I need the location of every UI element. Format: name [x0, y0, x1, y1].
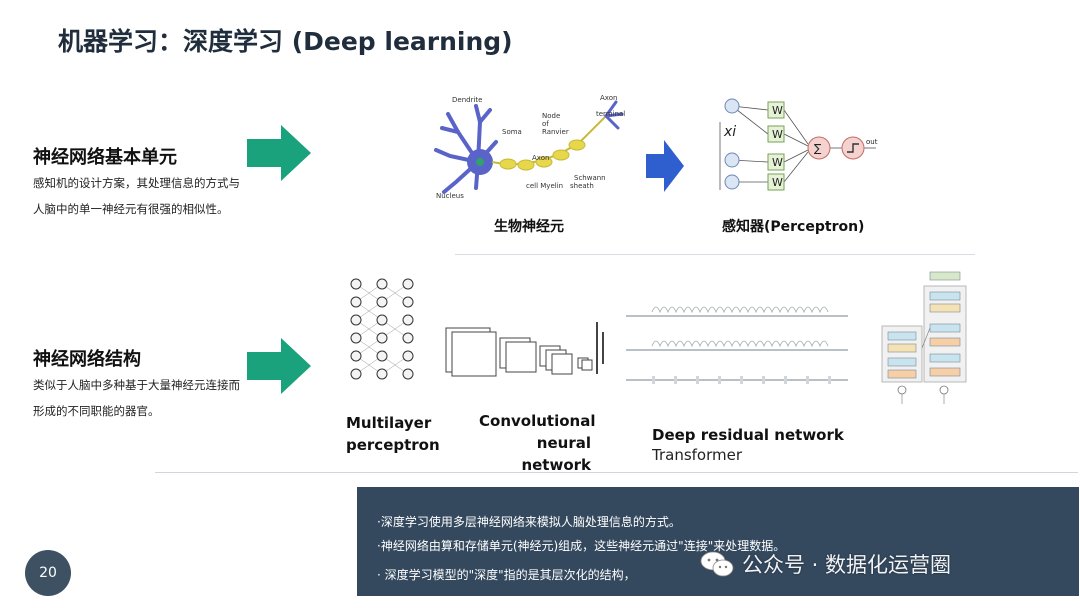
mlp-label-line1: Multilayer: [346, 414, 432, 432]
page-number: 20: [25, 550, 71, 596]
neuron-node-label-1: Node: [542, 112, 560, 120]
transformer-label: Transformer: [652, 446, 743, 464]
section1-description: 感知机的设计方案，其处理信息的方式与人脑中的单一神经元有很强的相似性。: [33, 176, 240, 216]
watermark: 公众号 · 数据化运营圈: [700, 549, 951, 579]
neuron-nucleus-label: Nucleus: [436, 192, 464, 200]
neuron-soma-label: Soma: [502, 128, 522, 136]
watermark-text: 公众号 · 数据化运营圈: [742, 553, 952, 577]
summary-line-3: · 深度学习模型的"深度"指的是其层次化的结构，: [377, 568, 636, 582]
cnn-label-line2: neural: [536, 434, 591, 452]
neuron-caption: 生物神经元: [494, 219, 564, 235]
resnet-label: Deep residual network: [652, 426, 844, 444]
cnn-label: Convolutional neural network: [479, 410, 596, 476]
lower-divider: [155, 472, 1078, 473]
perceptron-xi-label: xi: [723, 124, 736, 140]
neuron-axon-label: Axon: [532, 154, 549, 162]
perceptron-out-label: out: [866, 138, 878, 146]
section2-title: 神经网络结构: [33, 349, 141, 370]
perceptron-weight-label: W: [772, 176, 783, 189]
cnn-label-line3: network: [521, 456, 591, 474]
neuron-dendrite-label: Dendrite: [452, 96, 482, 104]
green-arrow-icon: [247, 338, 311, 394]
neuron-node-label-2: of: [542, 120, 549, 128]
neuron-node-label-3: Ranvier: [542, 128, 569, 136]
neuron-schwann-label-2: sheath: [570, 182, 594, 190]
perceptron-caption: 感知器(Perceptron): [722, 219, 865, 235]
perceptron-sum-label: ∑: [814, 142, 822, 155]
section1-title: 神经网络基本单元: [33, 147, 177, 168]
neuron-myelin-label: cell Myelin: [526, 182, 563, 190]
transformer-diagram: [878, 268, 978, 408]
green-arrow-icon: [247, 125, 311, 181]
summary-box: ·深度学习使用多层神经网络来模拟人脑处理信息的方式。 ·神经网络由算和存储单元(…: [357, 487, 1079, 596]
upper-divider: [455, 254, 975, 255]
neuron-diagram: Dendrite Soma Nucleus Axon Node of Ranvi…: [430, 92, 630, 204]
summary-line-2: ·神经网络由算和存储单元(神经元)组成，这些神经元通过"连接"来处理数据。: [377, 539, 786, 553]
blue-arrow-icon: [646, 140, 684, 192]
cnn-diagram: [444, 318, 610, 384]
neuron-terminal-label-1: Axon: [600, 94, 617, 102]
mlp-label: Multilayer perceptron: [346, 412, 440, 456]
neuron-schwann-label-1: Schwann: [574, 174, 606, 182]
perceptron-weight-label: W: [772, 104, 783, 117]
section2-description: 类似于人脑中多种基于大量神经元连接而形成的不同职能的器官。: [33, 378, 240, 418]
cnn-label-line1: Convolutional: [479, 412, 596, 430]
perceptron-diagram: xi W W W W ∑ out: [700, 92, 900, 204]
perceptron-weight-label: W: [772, 128, 783, 141]
page-title: 机器学习：深度学习 (Deep learning): [58, 27, 513, 56]
mlp-diagram: [342, 272, 422, 404]
neuron-terminal-label-2: terminal: [596, 110, 625, 118]
summary-line-1: ·深度学习使用多层神经网络来模拟人脑处理信息的方式。: [377, 515, 681, 529]
wechat-logo-icon: [700, 550, 734, 578]
resnet-diagram: [622, 294, 852, 400]
mlp-label-line2: perceptron: [346, 436, 440, 454]
perceptron-weight-label: W: [772, 156, 783, 169]
